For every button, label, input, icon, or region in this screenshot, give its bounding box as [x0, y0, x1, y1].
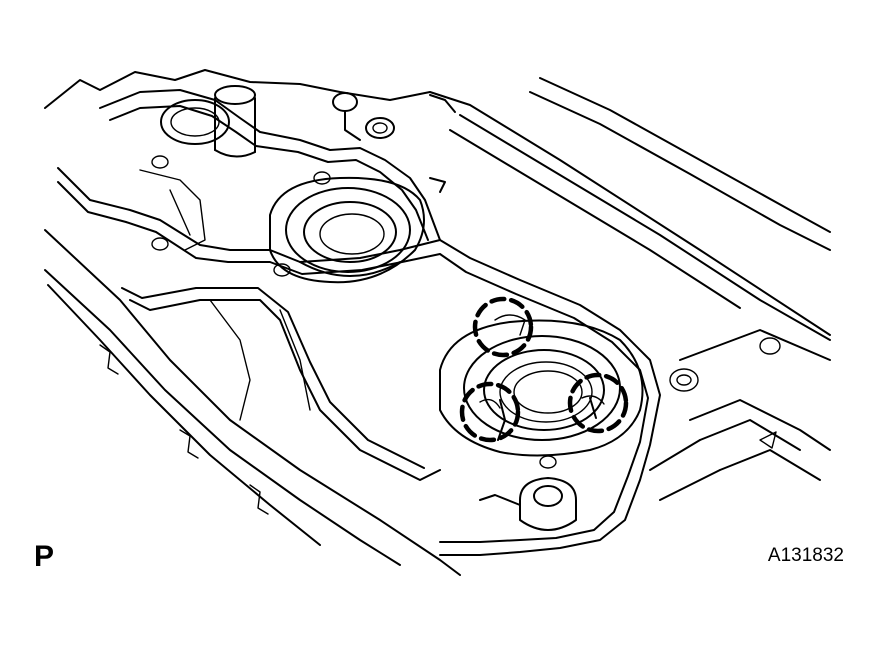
view-label: P	[34, 540, 55, 573]
highlight-circle-left	[459, 381, 521, 443]
highlight-circle-top	[472, 296, 534, 358]
cover-upper-rails	[429, 77, 831, 341]
right-connector	[649, 329, 831, 501]
bottom-bolt-boss	[479, 477, 577, 531]
figure-code: A131832	[767, 545, 844, 566]
cover-outer-outline	[44, 69, 831, 576]
left-plug-boss	[99, 85, 441, 251]
highlight-markers	[459, 296, 629, 443]
gasket-channel	[57, 167, 661, 556]
top-connector	[332, 92, 395, 141]
middle-plug-seal	[151, 176, 446, 421]
highlight-circle-right	[567, 372, 629, 434]
